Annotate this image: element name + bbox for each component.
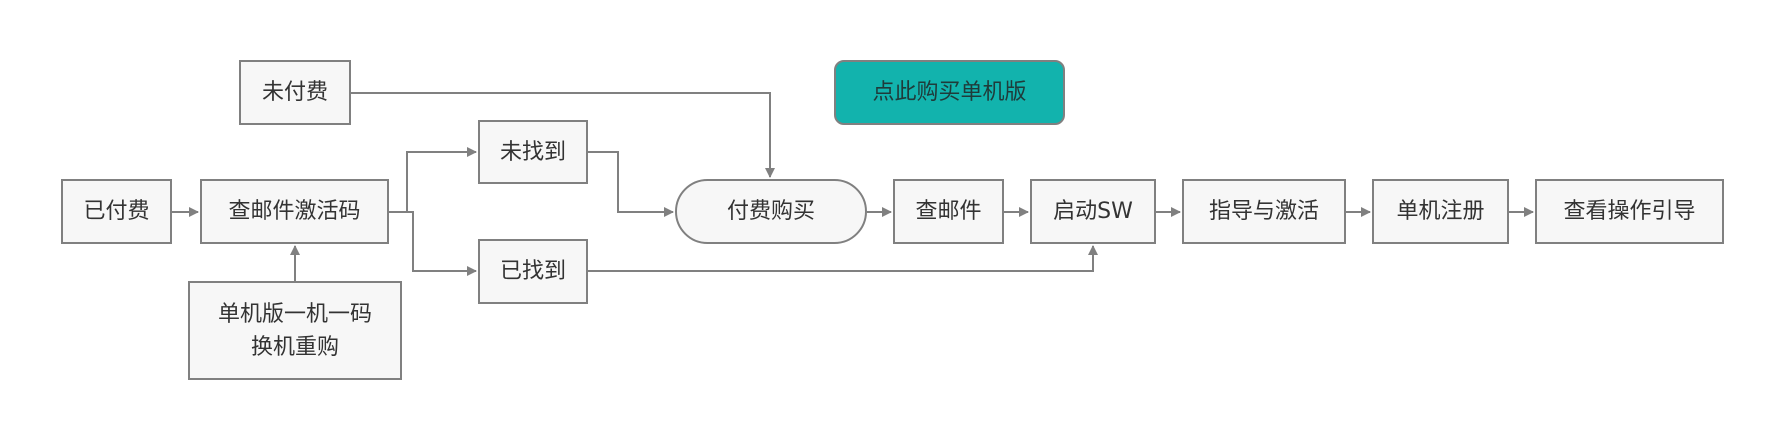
node-label: 未付费 [261, 80, 328, 105]
node-label-line2: 换机重购 [250, 334, 339, 360]
edge-unpaid-to-purchase [351, 92, 775, 178]
node-start-sw: 启动SW [1030, 179, 1156, 244]
node-view-guide: 查看操作引导 [1535, 179, 1724, 244]
node-not-found: 未找到 [478, 120, 588, 184]
node-label: 查邮件 [915, 199, 982, 224]
button-label: 点此购买单机版 [872, 80, 1027, 105]
node-guide-activate: 指导与激活 [1182, 179, 1346, 244]
node-label: 启动SW [1053, 199, 1133, 224]
node-label: 已付费 [83, 199, 150, 224]
node-label: 未找到 [499, 139, 566, 165]
node-label: 查看操作引导 [1563, 199, 1696, 224]
node-label: 已找到 [499, 259, 566, 284]
node-standalone-register: 单机注册 [1372, 179, 1509, 244]
node-paid: 已付费 [61, 179, 172, 244]
node-label: 单机注册 [1396, 199, 1485, 224]
buy-standalone-button[interactable]: 点此购买单机版 [834, 60, 1065, 125]
edge-check-to-notfound [389, 147, 477, 213]
node-pay-purchase: 付费购买 [675, 179, 867, 244]
node-check-email-code: 查邮件激活码 [200, 179, 389, 244]
edge-check-to-found [389, 211, 477, 276]
node-label: 付费购买 [726, 199, 815, 224]
node-check-email: 查邮件 [893, 179, 1004, 244]
node-reinstall: 单机版一机一码 换机重购 [188, 281, 402, 380]
node-label: 查邮件激活码 [228, 199, 361, 224]
edge-notfound-to-purchase [588, 151, 674, 217]
edge-found-to-startsw [588, 245, 1098, 272]
node-label: 指导与激活 [1208, 199, 1319, 224]
node-unpaid: 未付费 [239, 60, 351, 125]
node-label-line1: 单机版一机一码 [217, 301, 372, 327]
node-found: 已找到 [478, 239, 588, 304]
